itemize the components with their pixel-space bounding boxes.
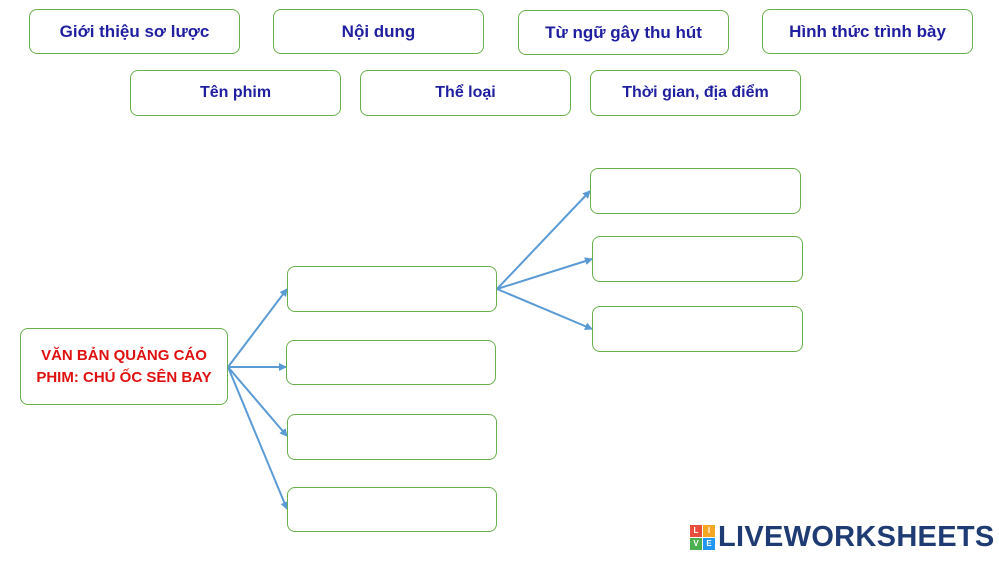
drop-slot-sub-2[interactable] xyxy=(592,236,803,282)
word-chip-gioi-thieu[interactable]: Giới thiệu sơ lược xyxy=(29,9,240,54)
liveworksheets-logo-icon: L I V E xyxy=(690,524,715,550)
arrow-slot1-to-sub1 xyxy=(496,190,591,290)
root-title-line1: VĂN BẢN QUẢNG CÁO xyxy=(41,346,207,364)
word-chip-the-loai[interactable]: Thể loại xyxy=(360,70,571,116)
logo-letter-e: E xyxy=(703,537,715,550)
logo-letter-i: I xyxy=(703,524,715,537)
word-chip-hinh-thuc[interactable]: Hình thức trình bày xyxy=(762,9,973,54)
root-title-line2: PHIM: CHÚ ỐC SÊN BAY xyxy=(36,368,212,386)
word-chip-noi-dung[interactable]: Nội dung xyxy=(273,9,484,54)
arrow-root-to-slot1 xyxy=(227,288,288,368)
logo-letter-l: L xyxy=(690,524,702,537)
word-chip-tu-ngu[interactable]: Từ ngữ gây thu hút xyxy=(518,10,729,55)
liveworksheets-logo: L I V E LIVEWORKSHEETS xyxy=(690,520,995,554)
drop-slot-2[interactable] xyxy=(286,340,496,385)
arrow-root-to-slot4 xyxy=(227,366,289,510)
drop-slot-4[interactable] xyxy=(287,487,497,532)
root-node: VĂN BẢN QUẢNG CÁO PHIM: CHÚ ỐC SÊN BAY xyxy=(20,328,228,405)
arrow-slot1-to-sub3 xyxy=(496,288,593,330)
word-chip-thoi-gian[interactable]: Thời gian, địa điểm xyxy=(590,70,801,116)
drop-slot-sub-3[interactable] xyxy=(592,306,803,352)
drop-slot-sub-1[interactable] xyxy=(590,168,801,214)
word-chip-ten-phim[interactable]: Tên phim xyxy=(130,70,341,116)
logo-letter-v: V xyxy=(690,537,702,550)
drop-slot-3[interactable] xyxy=(287,414,497,460)
arrow-slot1-to-sub2 xyxy=(496,257,593,290)
arrow-root-to-slot3 xyxy=(227,366,288,437)
liveworksheets-logo-text: LIVEWORKSHEETS xyxy=(718,520,995,553)
drop-slot-1[interactable] xyxy=(287,266,497,312)
